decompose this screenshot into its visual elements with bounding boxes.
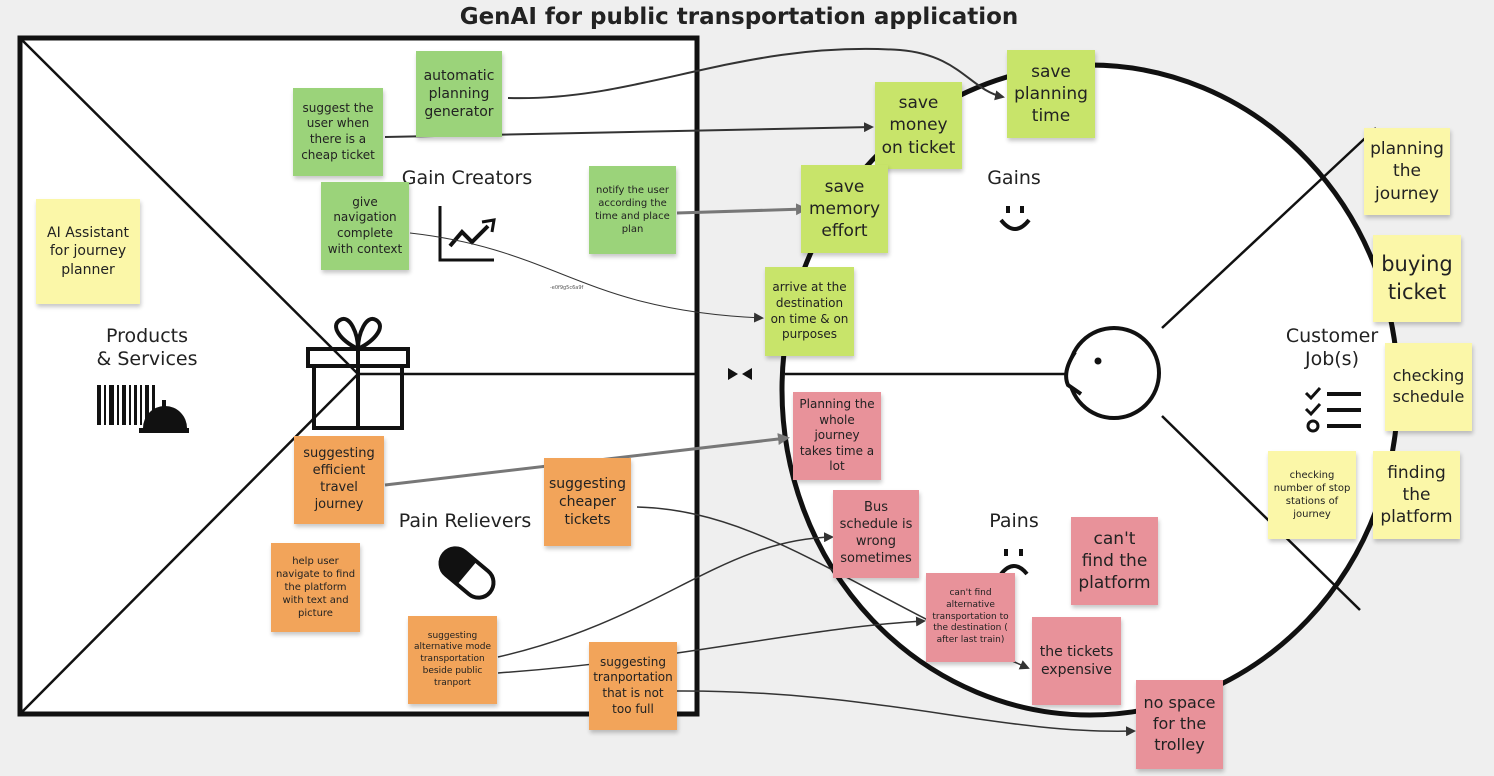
note-suggesting-alternative[interactable]: suggesting alternative mode transportati… [408,616,497,704]
note-cant-find-alternative[interactable]: can't find alternative transportation to… [926,573,1015,662]
note-planning-takes-time[interactable]: Planning the whole journey takes time a … [793,392,881,480]
note-suggesting-efficient[interactable]: suggesting efficient travel journey [294,436,384,524]
note-notify-user[interactable]: notify the user according the time and p… [589,166,676,254]
note-suggesting-not-full[interactable]: suggesting tranportation that is not too… [589,642,677,730]
connector-notfull-to-trolley [676,690,1136,737]
note-save-planning-time[interactable]: save planning time [1007,50,1095,138]
note-buying-ticket[interactable]: buying ticket [1373,235,1461,322]
gift-icon [306,316,410,430]
gain-creators-label: Gain Creators [401,167,533,189]
note-save-money[interactable]: save money on ticket [875,82,962,169]
service-bell-icon [139,400,189,433]
note-checking-schedule[interactable]: checking schedule [1385,343,1472,431]
note-automatic-planning[interactable]: automatic planning generator [416,51,502,137]
note-save-memory[interactable]: save memory effort [801,165,888,253]
pill-icon [438,546,496,600]
note-bus-schedule-wrong[interactable]: Bus schedule is wrong sometimes [833,490,919,578]
products-services-label: Products & Services [96,325,198,370]
note-suggesting-cheaper[interactable]: suggesting cheaper tickets [544,458,631,546]
note-give-navigation[interactable]: give navigation complete with context [321,182,409,270]
note-help-navigate[interactable]: help user navigate to find the platform … [271,543,360,632]
note-no-space-trolley[interactable]: no space for the trolley [1136,680,1223,769]
smile-face-icon [999,206,1031,231]
gains-label: Gains [987,167,1041,189]
customer-jobs-label: Customer Job(s) [1285,325,1379,370]
pains-label: Pains [989,510,1039,532]
note-checking-stops[interactable]: checking number of stop stations of jour… [1268,451,1356,539]
note-planning-journey[interactable]: planning the journey [1364,128,1450,215]
note-arrive-destination[interactable]: arrive at the destination on time & on p… [765,267,854,356]
note-tickets-expensive[interactable]: the tickets expensive [1032,617,1121,705]
growth-chart-icon [438,206,496,262]
connector-note: -e0f9g5c6a9f [550,285,584,291]
checklist-icon [1304,386,1361,433]
barcode-icon [97,385,155,425]
connector-planning-to-time [507,47,1005,101]
connector-alternative-to-cantfind [497,616,926,674]
fit-arrows [728,368,752,380]
note-suggest-cheap-ticket[interactable]: suggest the user when there is a cheap t… [293,88,383,176]
connector-alternative-to-bus [497,532,834,658]
note-cant-find-platform[interactable]: can't find the platform [1071,517,1158,605]
pain-relievers-label: Pain Relievers [398,510,532,532]
customer-face-icon [1064,320,1164,420]
connector-notify-to-memory [676,203,808,216]
page-title: GenAI for public transportation applicat… [459,4,1019,30]
note-ai-assistant[interactable]: AI Assistant for journey planner [36,199,140,304]
connector-navigation-to-arrive [409,232,764,323]
note-finding-platform[interactable]: finding the platform [1373,451,1460,539]
sad-face-icon [999,549,1029,576]
